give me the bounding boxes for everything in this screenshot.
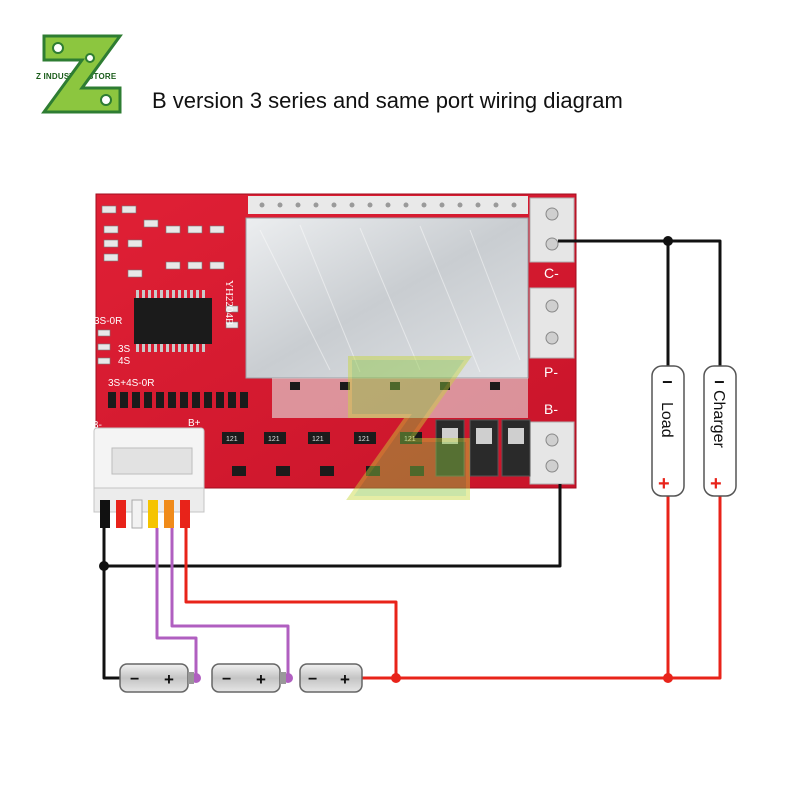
wire-balance-2 xyxy=(170,528,290,678)
label-b-minus: B- xyxy=(544,401,558,417)
charger-device: − Charger + xyxy=(703,365,737,497)
balance-connector xyxy=(93,427,205,529)
load-plus: + xyxy=(658,473,670,495)
battery-cell-2: − + xyxy=(211,663,286,693)
junction-c-minus xyxy=(663,236,673,246)
battery-cell-3: − + xyxy=(299,663,363,693)
cell-1-plus: + xyxy=(164,670,174,689)
board-model: YH2204B xyxy=(223,280,235,325)
label-4s: 4S xyxy=(118,356,131,367)
cell-2-plus: + xyxy=(256,670,266,689)
label-b-plus-left: B+ xyxy=(188,418,201,429)
cell-1-minus: − xyxy=(130,671,139,688)
resistor-code-5: 121 xyxy=(404,436,416,443)
wire-c-minus xyxy=(558,239,722,370)
resistor-code-2: 121 xyxy=(268,436,280,443)
label-c-minus: C- xyxy=(544,265,559,281)
resistor-code-3: 121 xyxy=(312,436,324,443)
junction-load-plus xyxy=(663,673,673,683)
cell-3-minus: − xyxy=(308,671,317,688)
label-3s: 3S xyxy=(118,344,131,355)
diagram-title: B version 3 series and same port wiring … xyxy=(152,88,623,113)
wire-b-minus xyxy=(104,484,562,568)
cell-3-plus: + xyxy=(340,670,350,689)
watermark-logo xyxy=(346,356,472,500)
load-label: Load xyxy=(658,402,675,438)
wire-battery-plus xyxy=(362,494,722,680)
battery-cell-1: − + xyxy=(119,663,194,693)
label-3s-0r: 3S-0R xyxy=(94,316,122,327)
store-logo xyxy=(41,34,123,114)
resistor-code-1: 121 xyxy=(226,436,238,443)
junction-battery-plus xyxy=(391,673,401,683)
bms-board: 121 121 121 121 121 3S-0R xyxy=(92,193,577,489)
label-b-minus-left: B- xyxy=(92,420,102,431)
label-p-minus: P- xyxy=(544,364,558,380)
load-device: − Load + xyxy=(651,365,685,497)
charger-minus: − xyxy=(714,372,725,392)
charger-label: Charger xyxy=(710,390,727,448)
wire-balance-plus xyxy=(184,528,398,678)
load-minus: − xyxy=(662,372,673,392)
resistor-code-4: 121 xyxy=(358,436,370,443)
wire-balance-1 xyxy=(155,528,198,678)
charger-plus: + xyxy=(710,473,722,495)
junction-b-minus xyxy=(99,561,109,571)
label-3s-4s-0r: 3S+4S-0R xyxy=(108,378,154,389)
cell-2-minus: − xyxy=(222,671,231,688)
wire-b-minus-cell xyxy=(102,528,120,680)
